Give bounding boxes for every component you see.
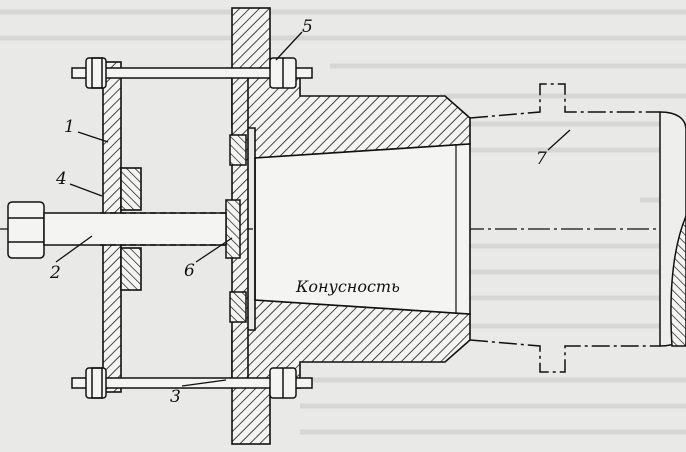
rotor-shaft-7	[469, 83, 660, 373]
callout-7: 7	[536, 149, 547, 169]
taper-label: Конусность	[295, 277, 400, 296]
leader-lines	[55, 31, 571, 387]
rotor-end	[659, 111, 686, 347]
callout-5: 5	[302, 17, 313, 37]
washer-6	[225, 134, 247, 323]
tie-bolt-bottom	[71, 367, 313, 399]
screw-2	[7, 201, 227, 259]
background-texture	[0, 9, 686, 435]
hub-body	[231, 69, 471, 389]
tie-bolt-top	[71, 57, 313, 89]
callout-4: 4	[55, 169, 67, 189]
callout-3: 3	[170, 387, 181, 407]
callout-6: 6	[184, 261, 195, 281]
callout-2: 2	[49, 263, 61, 283]
callout-1: 1	[64, 117, 75, 137]
